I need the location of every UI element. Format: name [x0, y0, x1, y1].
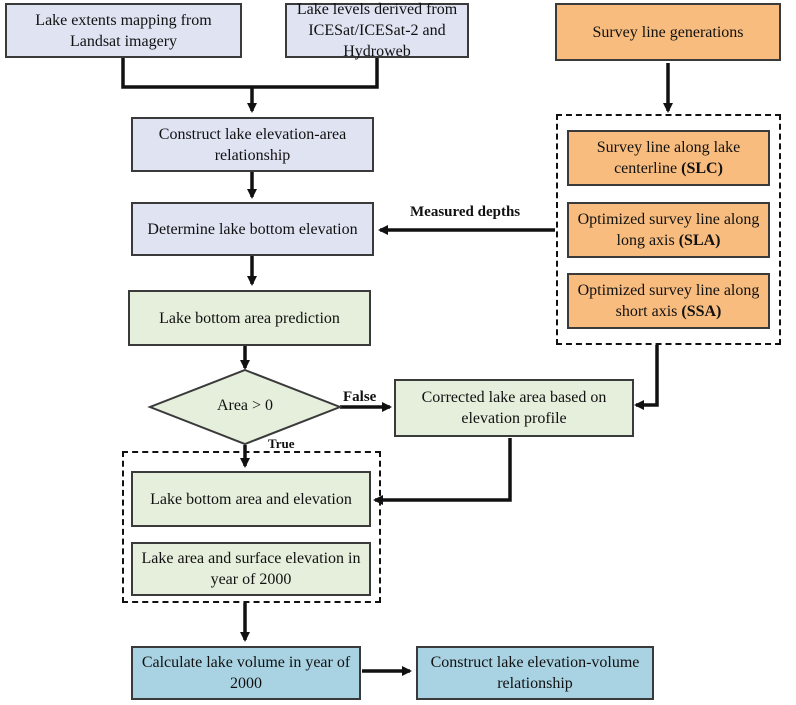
decision-label: Area > 0	[216, 397, 274, 414]
arrow-corrected-to-bottom	[373, 438, 512, 505]
bottom-results-group	[122, 451, 381, 603]
landsat-box: Lake extents mapping from Landsat imager…	[5, 3, 242, 58]
calc-volume-box: Calculate lake volume in year of 2000	[131, 646, 361, 700]
icesat-box: Lake levels derived from ICESat/ICESat-2…	[285, 1, 469, 60]
bottom-area-prediction-box: Lake bottom area prediction	[128, 290, 371, 346]
corrected-area-box: Corrected lake area based on elevation p…	[394, 379, 634, 437]
construct-elevation-volume-box: Construct lake elevation-volume relation…	[416, 646, 654, 700]
false-label: False	[343, 389, 377, 405]
area-2000-box: Lake area and surface elevation in year …	[131, 542, 371, 596]
connector-landsat	[121, 57, 252, 89]
survey-lines-group	[556, 114, 781, 345]
bottom-elevation-box: Determine lake bottom elevation	[131, 202, 374, 256]
connector-icesat	[252, 57, 379, 89]
sla-box: Optimized survey line along long axis (S…	[567, 202, 770, 258]
arrow-survey-to-corrected	[634, 345, 659, 410]
slc-box: Survey line along lake centerline (SLC)	[567, 130, 770, 186]
bottom-area-elevation-box: Lake bottom area and elevation	[131, 471, 371, 527]
decision-diamond	[147, 368, 343, 446]
ssa-box: Optimized survey line along short axis (…	[567, 273, 770, 329]
true-label: True	[268, 436, 295, 451]
survey-generation-box: Survey line generations	[555, 3, 781, 61]
measured-depths-label: Measured depths	[410, 204, 521, 220]
construct-elevation-area-box: Construct lake elevation-area relationsh…	[131, 117, 374, 172]
